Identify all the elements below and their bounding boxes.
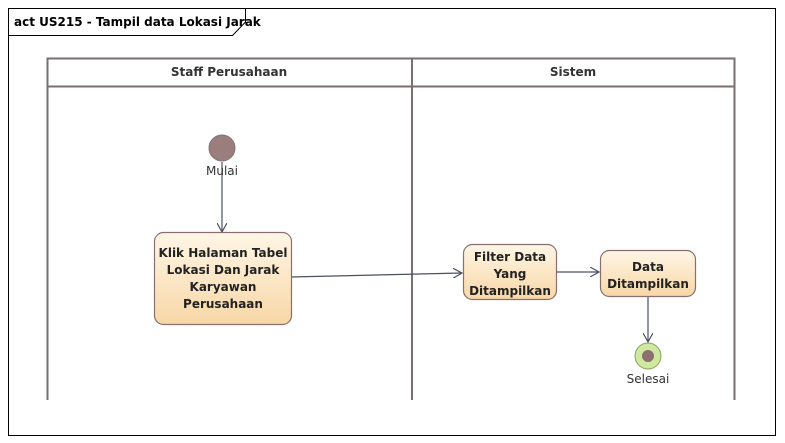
action1-line-1: Klik Halaman Tabel [159,246,288,260]
frame-title-tab [8,8,246,36]
start-node [208,134,236,162]
end-label: Selesai [627,372,670,386]
edge-action1-to-action2 [290,273,462,277]
action1-line-4: Perusahaan [183,297,263,311]
frame-title: act US215 - Tampil data Lokasi Jarak [14,15,262,29]
action-klik-halaman: Klik Halaman Tabel Lokasi Dan Jarak Kary… [153,231,293,326]
end-node [634,342,662,370]
action1-line-2: Lokasi Dan Jarak [167,263,281,277]
swimlane-container [46,57,736,400]
action2-line-1: Filter Data [474,250,546,264]
action1-line-3: Karyawan [190,280,257,294]
lane-title-staff: Staff Perusahaan [171,65,287,79]
action-data-ditampilkan: Data Ditampilkan [599,249,697,298]
action-filter-data: Filter Data Yang Ditampilkan [462,243,558,301]
action2-line-3: Ditampilkan [469,284,551,298]
action2-line-2: Yang [493,267,527,281]
start-label: Mulai [206,164,238,178]
action3-line-1: Data [632,260,664,274]
action3-line-2: Ditampilkan [607,277,689,291]
lane-title-sistem: Sistem [550,65,596,79]
